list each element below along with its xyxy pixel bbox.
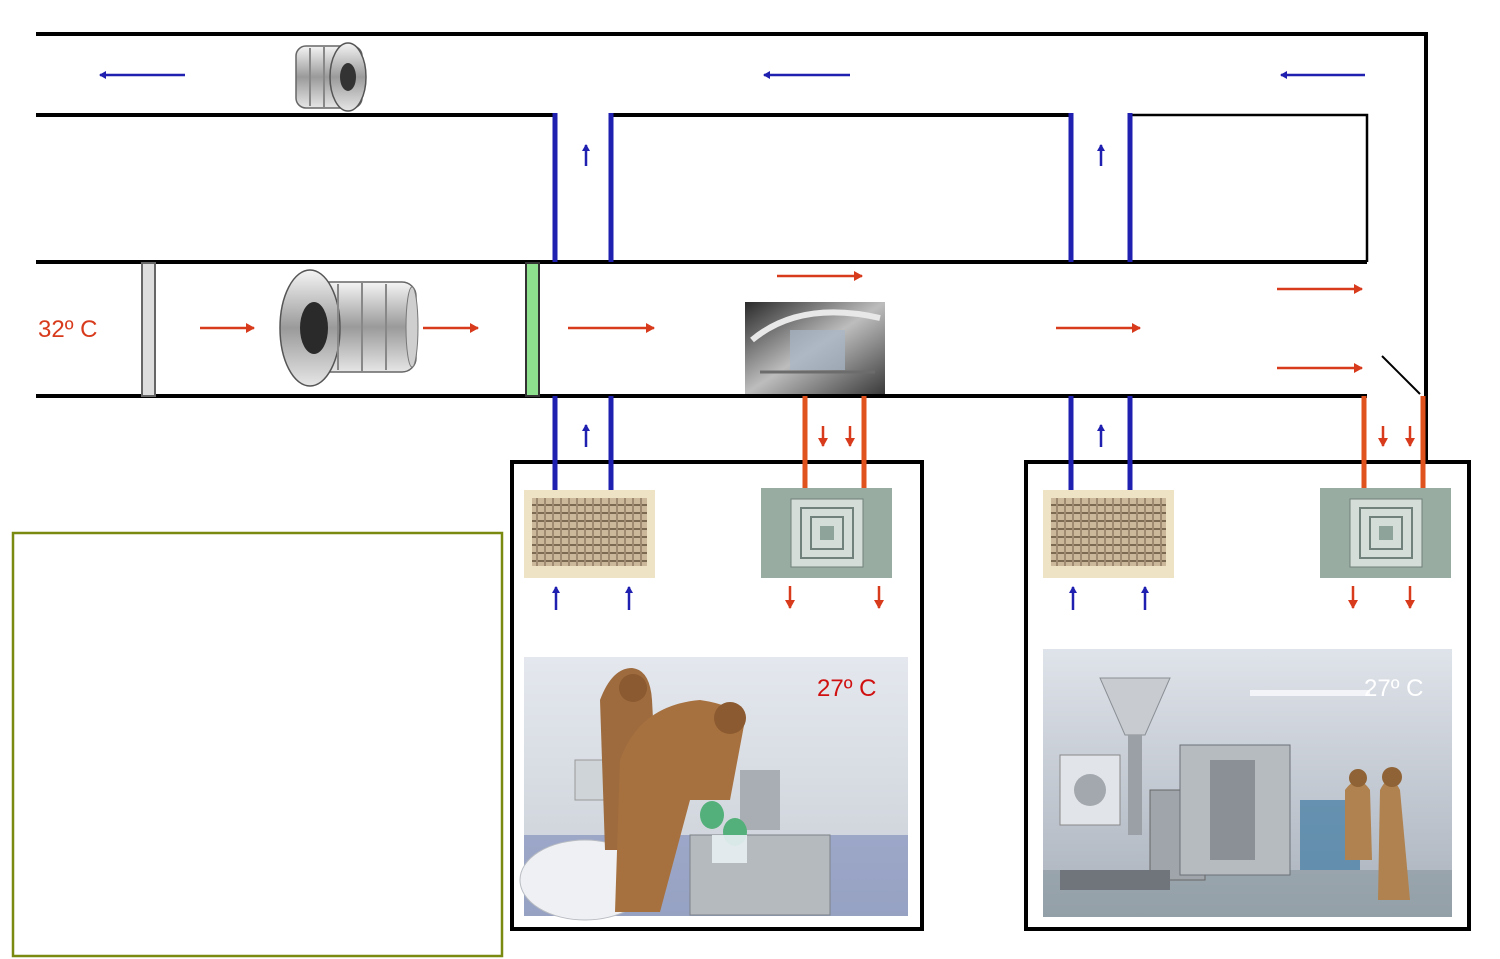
return-duct-end-cap [1130,113,1369,262]
intake-temperature: 32º C [38,316,97,343]
axial-fan-icon [279,269,419,387]
room-2-temperature: 27º C [1364,675,1423,702]
return-air-grille [1043,490,1174,578]
supply-down-arrows [785,426,1415,609]
axial-fan-icon [295,42,367,112]
cleanroom-packaging-machine-photo [1043,649,1452,917]
room-1-temperature: 27º C [817,675,876,702]
supply-flow-arrows [200,271,1363,373]
ceiling-diffuser [1320,488,1451,578]
heating-coil-photo [745,302,885,394]
pre-filter [141,262,156,397]
return-branch-ducts [552,113,1133,492]
cleanroom-weighing-photo [519,657,908,921]
room-2-enclosure [1024,460,1471,931]
ceiling-diffuser [761,488,892,578]
duct-outlines [36,32,1428,462]
hepa-filter [525,262,540,397]
supply-branch-ducts [802,396,1426,490]
return-air-grille [524,490,655,578]
note-box [11,531,504,958]
bypass-damper [1381,355,1421,395]
room-1-enclosure [510,460,924,931]
return-flow-arrows [552,144,1149,610]
